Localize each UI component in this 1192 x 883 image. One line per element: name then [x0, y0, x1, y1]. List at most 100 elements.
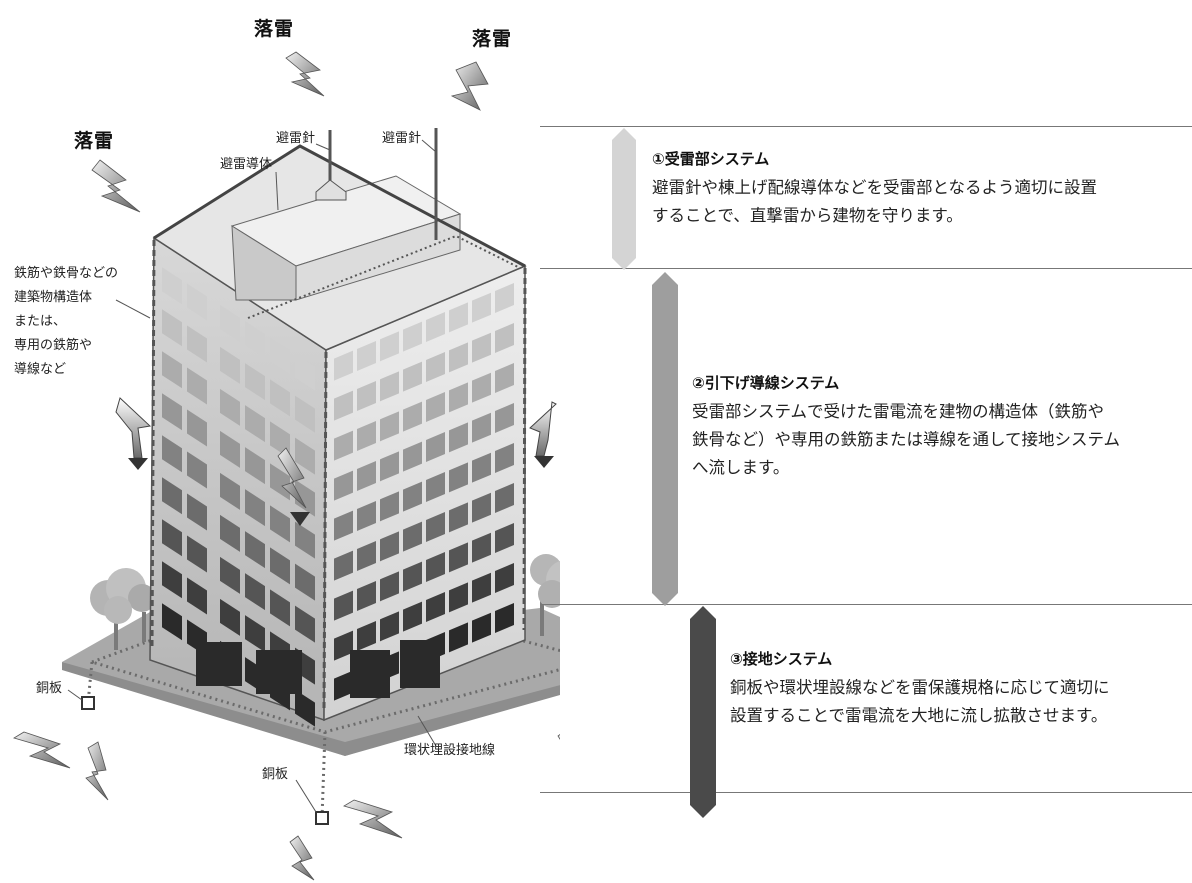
- window: [357, 421, 376, 451]
- leader-lines: [67, 139, 437, 813]
- section-line: することで、直撃雷から建物を守ります。: [652, 206, 963, 225]
- section-title: ①受雷部システム: [652, 150, 770, 168]
- window: [495, 323, 514, 354]
- window: [380, 531, 399, 562]
- window: [295, 563, 315, 601]
- divider-line: [540, 604, 1192, 605]
- window: [449, 302, 468, 333]
- lightning-bolt-icon: [85, 741, 109, 801]
- window: [357, 381, 376, 411]
- section-down-conductor: ②引下げ導線システム 受雷部システムで受けた雷電流を建物の構造体（鉄筋や 鉄骨な…: [692, 372, 1120, 482]
- rod-label-left: 避雷針: [276, 131, 316, 146]
- window: [220, 556, 240, 594]
- window: [380, 571, 399, 602]
- window: [426, 472, 445, 502]
- window: [245, 531, 265, 569]
- window: [380, 331, 399, 362]
- window: [495, 363, 514, 394]
- window: [295, 437, 315, 475]
- window: [449, 502, 468, 533]
- section-line: 設置することで雷電流を大地に流し拡散させます。: [730, 706, 1108, 725]
- window: [270, 589, 290, 627]
- plate-label-left: 銅板: [36, 681, 63, 696]
- window: [426, 592, 445, 622]
- strike-label-3: 落雷: [74, 130, 115, 152]
- window: [245, 573, 265, 611]
- window: [449, 542, 468, 573]
- window: [245, 447, 265, 485]
- lightning-bolt-icon: [13, 731, 71, 769]
- section-line: へ流します。: [692, 458, 790, 477]
- window: [380, 411, 399, 442]
- window: [245, 489, 265, 527]
- section-title: ②引下げ導線システム: [692, 374, 840, 392]
- section-line: 受雷部システムで受けた雷電流を建物の構造体（鉄筋や: [692, 402, 1105, 421]
- window: [162, 267, 182, 305]
- section-earthing: ③接地システム 銅板や環状埋設線などを雷保護規格に応じて適切に 設置することで雷…: [730, 648, 1110, 730]
- structure-line: 鉄筋や鉄骨などの: [14, 266, 119, 281]
- window: [334, 550, 353, 581]
- down-arrow-icon: [529, 401, 557, 457]
- window: [403, 321, 422, 352]
- window: [162, 477, 182, 515]
- window: [295, 521, 315, 559]
- window: [220, 388, 240, 426]
- strike-label-2: 落雷: [472, 28, 513, 50]
- window: [245, 321, 265, 359]
- plate-label-front: 銅板: [262, 767, 289, 782]
- down-arrow-icon: [115, 397, 152, 459]
- structure-label: 鉄筋や鉄骨などの 建築物構造体 または、 専用の鉄筋や 導線など: [14, 262, 118, 382]
- window: [187, 283, 207, 321]
- window: [357, 621, 376, 651]
- window: [472, 292, 491, 323]
- window: [245, 405, 265, 443]
- window: [187, 493, 207, 531]
- window: [403, 401, 422, 432]
- window: [270, 379, 290, 417]
- window: [495, 443, 514, 474]
- window: [187, 535, 207, 573]
- window: [162, 393, 182, 431]
- window: [403, 361, 422, 392]
- section-bar-2: [652, 272, 678, 606]
- window: [357, 581, 376, 611]
- window: [162, 561, 182, 599]
- lightning-bolt-icon: [450, 61, 489, 111]
- window: [495, 603, 514, 634]
- window: [472, 492, 491, 523]
- window: [334, 430, 353, 461]
- ring-label: 環状埋設接地線: [404, 743, 496, 758]
- window: [220, 430, 240, 468]
- tree-right: [530, 554, 560, 636]
- window: [334, 670, 353, 701]
- window: [295, 395, 315, 433]
- window: [495, 523, 514, 554]
- window: [220, 472, 240, 510]
- window: [295, 689, 315, 727]
- window: [245, 615, 265, 653]
- windows-right: [334, 283, 514, 701]
- window: [426, 552, 445, 582]
- ring-earth-conductor: [86, 638, 560, 819]
- window: [449, 342, 468, 373]
- window: [357, 501, 376, 531]
- copper-plate: [315, 811, 329, 825]
- window: [472, 412, 491, 443]
- section-line: 避雷針や棟上げ配線導体などを受雷部となるよう適切に設置: [652, 178, 1098, 197]
- lightning-bolt-icon: [91, 159, 141, 213]
- window: [403, 441, 422, 472]
- window: [495, 563, 514, 594]
- window: [449, 622, 468, 653]
- section-bar-3: [690, 606, 716, 818]
- window: [426, 352, 445, 382]
- windows-left: [162, 267, 315, 727]
- window: [449, 422, 468, 453]
- window: [357, 341, 376, 371]
- down-conductors: [150, 239, 527, 711]
- window: [270, 337, 290, 375]
- lightning-bolt-icon: [289, 835, 315, 881]
- structure-line: 導線など: [14, 362, 67, 377]
- window: [162, 603, 182, 641]
- structure-line: 専用の鉄筋や: [14, 338, 93, 353]
- divider-line: [540, 268, 1192, 269]
